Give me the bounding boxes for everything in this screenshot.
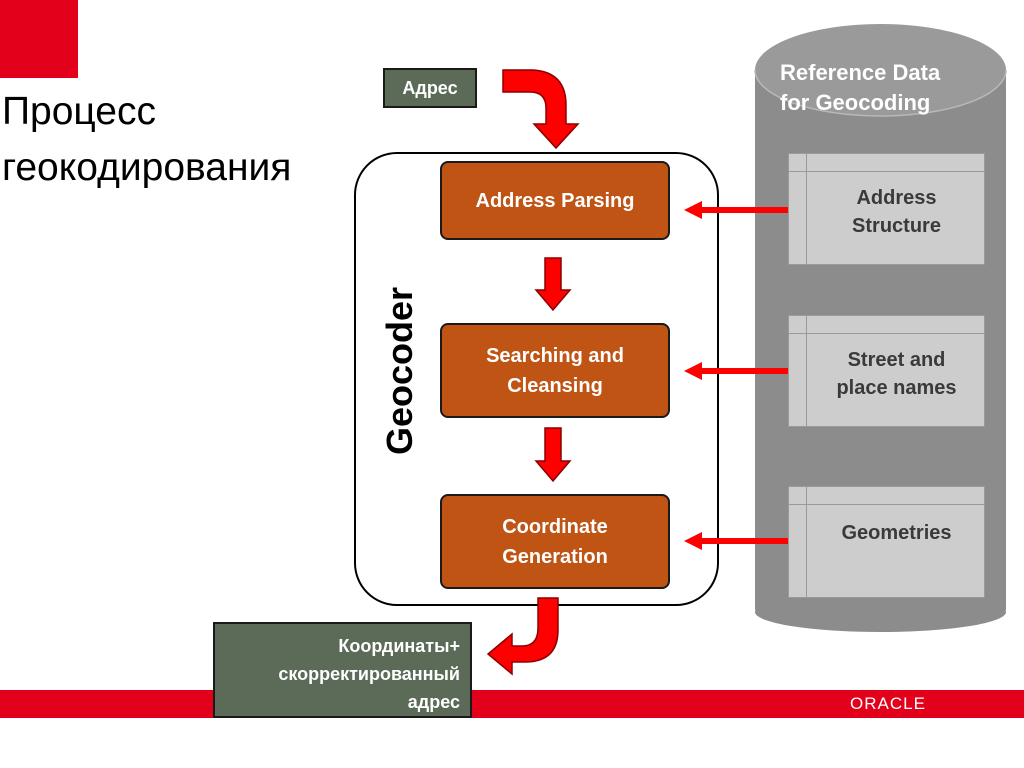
reference-title-line-2: for Geocoding bbox=[780, 90, 931, 115]
reference-card-street-names: Street and place names bbox=[788, 315, 985, 427]
card-label: Address Structure bbox=[807, 184, 986, 240]
card-3-line-1: Geometries bbox=[841, 522, 952, 544]
output-curved-arrow bbox=[486, 597, 559, 676]
card-divider-horizontal bbox=[789, 171, 984, 172]
reference-arrow-1 bbox=[684, 201, 788, 219]
step-3-line-2: Generation bbox=[502, 545, 608, 568]
step-2-line-2: Cleansing bbox=[507, 374, 603, 397]
input-address-label: Адрес bbox=[383, 68, 477, 108]
input-curved-arrow bbox=[502, 69, 580, 150]
step-coordinate-generation: Coordinate Generation bbox=[440, 494, 670, 589]
card-1-line-2: Structure bbox=[852, 215, 941, 237]
card-divider-horizontal bbox=[789, 504, 984, 505]
title-line-2: геокодирования bbox=[2, 146, 292, 189]
down-arrow-1 bbox=[534, 257, 572, 312]
step-3-line-1: Coordinate bbox=[502, 515, 608, 538]
output-line-1: Координаты+ bbox=[338, 636, 460, 656]
output-coordinates-label: Координаты+ скорректированный адрес bbox=[213, 622, 472, 718]
step-address-parsing: Address Parsing bbox=[440, 161, 670, 240]
slide-title: Процесс геокодирования bbox=[2, 84, 382, 196]
card-divider-vertical bbox=[806, 316, 807, 426]
step-searching-cleansing: Searching and Cleansing bbox=[440, 323, 670, 418]
card-divider-horizontal bbox=[789, 333, 984, 334]
reference-card-address-structure: Address Structure bbox=[788, 153, 985, 265]
reference-arrow-2 bbox=[684, 362, 788, 380]
card-label: Street and place names bbox=[807, 346, 986, 402]
reference-title-line-1: Reference Data bbox=[780, 60, 941, 85]
title-line-1: Процесс bbox=[2, 90, 157, 133]
geocoder-label: Geocoder bbox=[379, 286, 420, 455]
card-2-line-1: Street and bbox=[847, 349, 946, 371]
card-1-line-1: Address bbox=[856, 187, 937, 209]
reference-card-geometries: Geometries bbox=[788, 486, 985, 598]
output-line-3: адрес bbox=[407, 692, 460, 712]
card-2-line-2: place names bbox=[836, 377, 957, 399]
footer-bar bbox=[0, 690, 1024, 718]
card-label: Geometries bbox=[807, 519, 986, 547]
brand-corner-accent bbox=[0, 0, 78, 78]
card-divider-vertical bbox=[806, 487, 807, 597]
down-arrow-2 bbox=[534, 427, 572, 483]
reference-arrow-3 bbox=[684, 532, 788, 550]
reference-data-title: Reference Data for Geocoding bbox=[780, 58, 1000, 118]
oracle-logo: ORACLE bbox=[850, 694, 926, 713]
step-1-line-1: Address Parsing bbox=[475, 189, 635, 212]
output-line-2: скорректированный bbox=[278, 664, 460, 684]
step-2-line-1: Searching and bbox=[486, 344, 624, 367]
card-divider-vertical bbox=[806, 154, 807, 264]
